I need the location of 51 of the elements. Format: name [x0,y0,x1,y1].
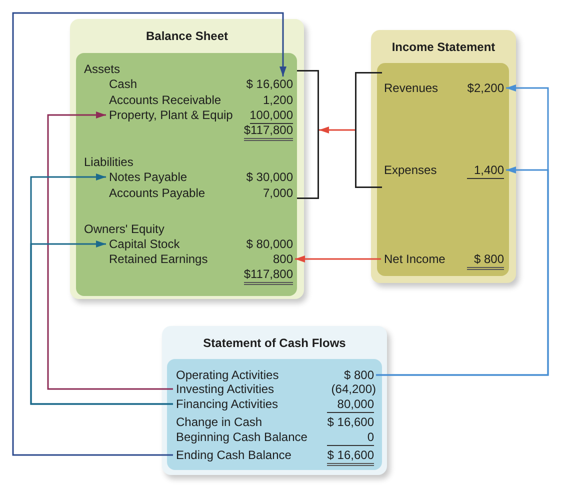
line-item-label: Notes Payable [109,170,188,184]
statement-panel [70,19,304,299]
line-item-label: Revenues [384,80,438,96]
connector-arrow [30,240,173,405]
bracket [297,70,319,199]
amount: 80,000 [327,396,374,412]
section-heading: Assets [84,62,120,76]
amount: $ 800 [344,368,374,382]
line-item-label: Net Income [384,252,446,266]
statement-panel [371,30,516,283]
statement-panel [162,326,387,475]
amount: $ 30,000 [246,170,293,184]
connector-arrow [12,12,286,456]
amount: $ 16,600 [327,414,374,430]
statement-title: Balance Sheet [146,28,228,44]
amount: 100,000 [250,108,293,124]
amount: $ 16,600 [327,448,374,466]
amount: 1,200 [262,92,293,108]
line-item-label: Cash [109,76,138,92]
amount: $2,200 [467,80,504,96]
connector-arrow [376,166,549,376]
line-item-label: Retained Earnings [109,252,208,266]
line-item-label: Beginning Cash Balance [176,430,308,444]
total-amount: $117,800 [244,122,293,140]
amount: $ 80,000 [246,236,293,252]
statement-title: Income Statement [392,40,496,54]
line-item-label: Operating Activities [176,368,279,382]
section-heading: Liabilities [84,154,134,170]
line-item-label: Capital Stock [109,236,180,252]
line-item-label: Accounts Payable [109,186,206,200]
amount: $ 16,600 [246,76,293,92]
amount: (64,200) [331,382,376,396]
line-item-label: Ending Cash Balance [176,448,292,462]
bracket [355,72,382,188]
connector-arrow [47,112,173,390]
line-item-label: Financing Activities [176,396,278,412]
amount: 7,000 [262,186,293,200]
line-item-label: Expenses [384,162,437,178]
amount: 1,400 [467,162,504,178]
line-item-label: Accounts Receivable [109,92,222,108]
section-heading: Owners' Equity [84,222,164,236]
connector-arrow [295,256,381,262]
amount: 800 [272,252,293,266]
line-item-label: Property, Plant & Equip [109,108,233,122]
connector-arrow [319,126,355,134]
statement-title: Statement of Cash Flows [203,336,346,350]
total-amount: $117,800 [244,266,293,284]
amount: $ 800 [467,252,504,270]
amount: 0 [327,430,374,446]
line-item-label: Change in Cash [176,414,262,430]
line-item-label: Investing Activities [176,382,274,396]
